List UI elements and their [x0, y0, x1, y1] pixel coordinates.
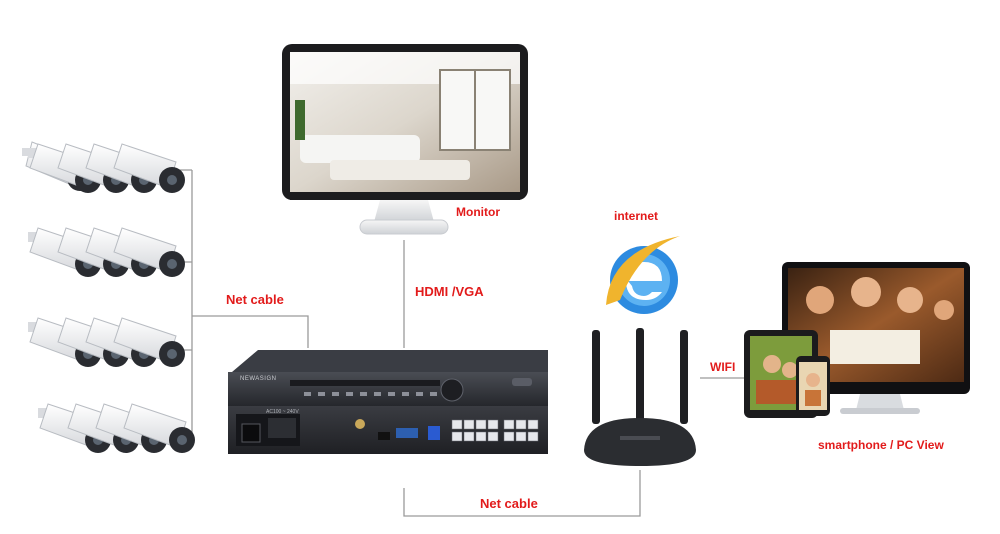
camera-row-2 [28, 227, 185, 277]
nvr-power-text: AC100 ~ 240V [266, 409, 299, 415]
smartphone [796, 356, 830, 416]
monitor-label: Monitor [456, 205, 500, 219]
monitor [282, 44, 528, 235]
hdmi-vga-label: HDMI /VGA [415, 284, 484, 299]
internet-explorer-icon [606, 236, 680, 314]
internet-label: internet [614, 209, 659, 223]
net-cable-label-left: Net cable [226, 292, 284, 307]
nvr-recorder [228, 350, 548, 454]
camera-row-1 [28, 143, 185, 193]
nvr-brand-text: NEWASIGN [240, 376, 277, 382]
connection-lines [162, 169, 744, 517]
camera-row-4 [38, 403, 195, 453]
camera-row-3 [28, 317, 185, 367]
wifi-label: WIFI [710, 360, 736, 374]
smartphone-pc-view-label: smartphone / PC View [818, 438, 944, 452]
router [584, 328, 696, 466]
net-cable-label-bottom: Net cable [480, 496, 538, 511]
